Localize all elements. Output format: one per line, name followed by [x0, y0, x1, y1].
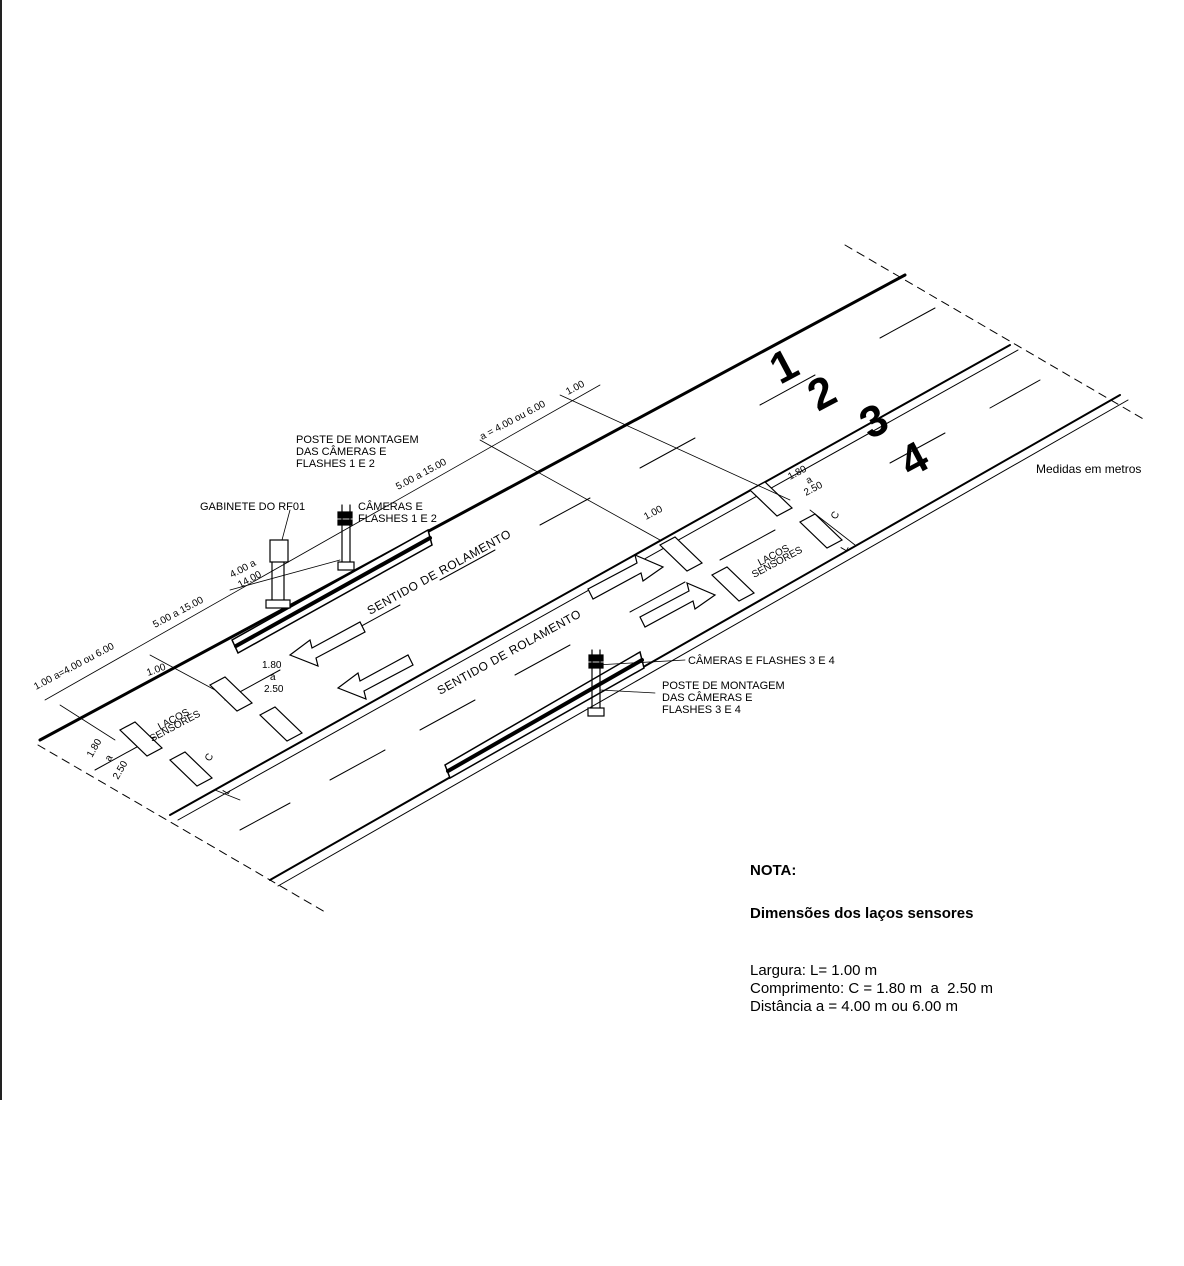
dim-len-left-1: 1.80 [85, 737, 104, 760]
note-line-distance: Distância a = 4.00 m ou 6.00 m [750, 998, 959, 1015]
flow-label-upper: SENTIDO DE ROLAMENTO [365, 527, 514, 618]
road-end-right [844, 244, 1146, 421]
dim-c-left: C [203, 752, 216, 764]
dimension-lines [44, 384, 856, 801]
callout-poste-34-line1: POSTE DE MONTAGEM [662, 680, 785, 692]
dim-5-15-upper: 5.00 a 15.00 [394, 457, 449, 493]
road-edge-bottom [269, 394, 1121, 881]
direction-arrows [288, 553, 717, 700]
callout-poste-12-line2: DAS CÂMERAS E [296, 445, 386, 458]
callout-poste-12-line1: POSTE DE MONTAGEM [296, 434, 419, 446]
callout-poste-34-line3: FLASHES 3 E 4 [662, 704, 741, 716]
dim-5-15-lower: 5.00 a 15.00 [151, 595, 206, 631]
callout-poste-12-line3: FLASHES 1 E 2 [296, 458, 375, 470]
dim-len-right-2: a [804, 474, 814, 487]
median-barrier-2 [444, 650, 645, 780]
sensor-loops [118, 481, 844, 787]
page-edge-rule [0, 0, 2, 1100]
lane-number-4: 4 [892, 432, 937, 487]
rf01-cabinet [265, 539, 291, 609]
dim-len-mid-3: 2.50 [264, 684, 284, 695]
road-edge-median [169, 344, 1011, 816]
dim-l-left: L [221, 786, 234, 797]
road-edge-top [38, 273, 907, 742]
units-label: Medidas em metros [1036, 462, 1142, 476]
dim-len-mid-1: 1.80 [262, 660, 282, 671]
note-block: NOTA: Dimensões dos laços sensores Largu… [750, 862, 993, 1016]
note-line-width: Largura: L= 1.00 m [750, 962, 878, 979]
dim-len-right-3: 2.50 [802, 480, 825, 499]
note-subtitle: Dimensões dos laços sensores [750, 905, 974, 922]
callout-gabinete: GABINETE DO RF01 [200, 501, 305, 513]
flow-label-lower: SENTIDO DE ROLAMENTO [435, 607, 584, 698]
dim-len-mid-2: a [270, 672, 276, 683]
note-line-length: Comprimento: C = 1.80 m a 2.50 m [750, 980, 994, 997]
callout-cameras-34: CÂMERAS E FLASHES 3 E 4 [688, 654, 835, 667]
dim-len-left-3: 2.50 [111, 759, 130, 782]
dim-c-right: C [829, 510, 842, 522]
lane-number-1: 1 [762, 339, 807, 394]
lane-dashes-lower [239, 379, 1041, 831]
camera-pole-2 [587, 649, 605, 717]
dim-len-left-2: a [103, 753, 116, 764]
dim-l-right: L [839, 543, 852, 554]
lane-number-2: 2 [800, 366, 845, 421]
note-title: NOTA: [750, 862, 797, 879]
callout-cameras-12-line2: FLASHES 1 E 2 [358, 513, 437, 525]
dim-top-one: 1.00 [564, 379, 587, 398]
median-barrier-1 [231, 528, 433, 655]
camera-pole-1 [337, 504, 355, 571]
dim-one-upper: 1.00 [642, 504, 665, 523]
callout-poste-34-line2: DAS CÂMERAS E [662, 691, 752, 704]
callout-cameras-12-line1: CÂMERAS E [358, 500, 423, 513]
